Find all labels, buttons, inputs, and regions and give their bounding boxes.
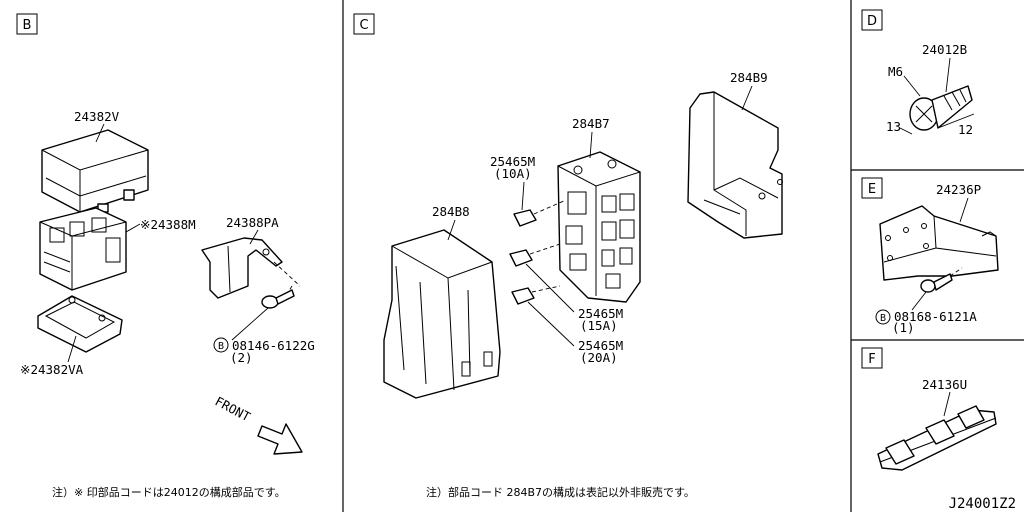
leader-24136u [943, 391, 951, 417]
part-label-24388pa: 24388PA [226, 215, 279, 230]
bracket-24388pa-drawing [201, 237, 283, 299]
bracket-284b9-drawing [687, 91, 783, 239]
front-arrow-icon [257, 423, 303, 455]
leader-fuse-20a [527, 301, 575, 347]
bolt-b-marker: B [213, 337, 229, 353]
note-section-c: 注）部品コード 284B7の構成は表記以外非販売です。 [426, 485, 695, 499]
bolt-e-marker: B [875, 309, 891, 325]
section-c-tag: C [353, 13, 375, 35]
part-label-24012b: 24012B [922, 42, 967, 57]
bolt-b-drawing [261, 261, 301, 309]
fuse-20a-drawing [511, 285, 561, 305]
leader-24236p [959, 197, 969, 223]
svg-text:C: C [359, 18, 368, 33]
leader-bolt-b [231, 307, 269, 341]
part-label-fuse-15a: 25465M [578, 306, 623, 321]
leader-24382va [67, 335, 77, 363]
svg-text:B: B [218, 341, 224, 352]
leader-m6 [903, 75, 921, 97]
diagram-id: J24001Z2 [949, 496, 1016, 512]
part-label-bolt-e: 08168-6121A [894, 309, 977, 324]
part-label-bolt-b: 08146-6122G [232, 338, 315, 353]
leader-284b8 [447, 219, 456, 241]
svg-text:E: E [868, 182, 876, 197]
bolt-24012b-drawing [899, 85, 975, 135]
front-label: FRONT [213, 393, 254, 424]
part-label-24382v: 24382V [74, 109, 120, 124]
part-amp-fuse-10a: (10A) [494, 166, 532, 181]
fuse-box-cover-drawing [41, 129, 149, 213]
section-e-tag: E [861, 177, 883, 199]
leader-24382v [95, 123, 105, 143]
fuse-15a-drawing [509, 243, 561, 267]
section-d-tag: D [861, 9, 883, 31]
part-qty-bolt-b: (2) [230, 350, 253, 365]
part-label-24236p: 24236P [936, 182, 981, 197]
fuse-cover-284b8-drawing [383, 229, 501, 399]
leader-24012b [945, 57, 951, 93]
dimension-13: 13 [886, 119, 901, 134]
leader-284b7 [589, 131, 593, 159]
relay-block-drawing [39, 207, 127, 291]
section-f-tag: F [861, 347, 883, 369]
svg-text:F: F [868, 352, 875, 367]
note-section-b: 注）※ 印部品コードは24012の構成部品です。 [52, 485, 286, 499]
part-label-24388m: ※24388M [140, 217, 196, 232]
svg-text:B: B [23, 18, 32, 33]
part-label-284b7: 284B7 [572, 116, 610, 131]
part-label-284b9: 284B9 [730, 70, 768, 85]
fuse-block-284b7-drawing [557, 151, 641, 303]
bracket-24236p-drawing [879, 205, 999, 281]
part-qty-bolt-e: (1) [892, 320, 915, 335]
leader-fuse-10a [521, 181, 525, 211]
bolt-e-drawing [920, 267, 963, 293]
svg-text:D: D [867, 14, 877, 29]
leader-24388pa [249, 229, 259, 245]
part-label-fuse-10a: 25465M [490, 154, 535, 169]
part-label-284b8: 284B8 [432, 204, 470, 219]
part-amp-fuse-20a: (20A) [580, 350, 618, 365]
part-label-fuse-20a: 25465M [578, 338, 623, 353]
panel-dividers [342, 0, 1024, 512]
bottom-tray-drawing [37, 295, 123, 353]
part-label-24136u: 24136U [922, 377, 967, 392]
fuse-10a-drawing [513, 199, 567, 227]
leader-284b9 [741, 85, 753, 111]
leader-fuse-15a [525, 263, 575, 313]
leader-24388m [125, 223, 141, 233]
svg-text:B: B [880, 313, 886, 324]
holder-24136u-drawing [877, 405, 997, 471]
leader-bolt-e [911, 291, 927, 311]
section-b-tag: B [16, 13, 38, 35]
part-label-24382va: ※24382VA [20, 362, 84, 377]
part-amp-fuse-15a: (15A) [580, 318, 618, 333]
part-label-m6: M6 [888, 64, 903, 79]
dimension-12: 12 [958, 122, 973, 137]
